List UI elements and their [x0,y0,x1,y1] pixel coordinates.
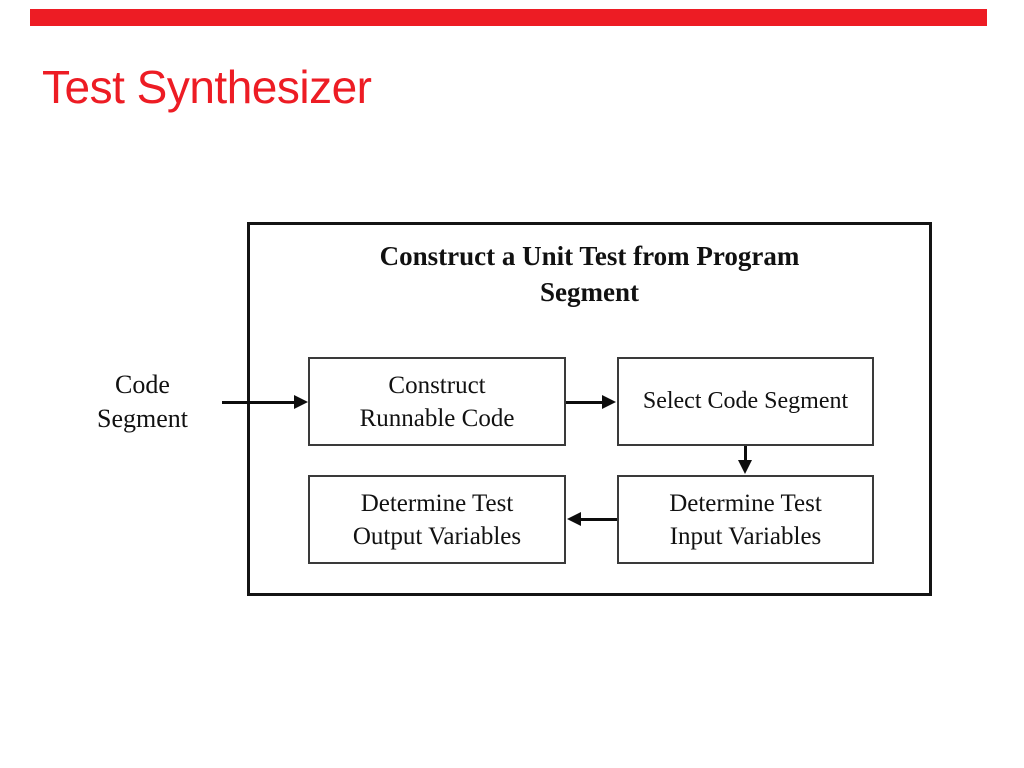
code-segment-label-line2: Segment [97,403,188,433]
container-box-title-line1: Construct a Unit Test from Program [379,241,800,271]
arrow-shaft [222,401,296,404]
determine-test-input-line1: Determine Test [669,489,822,517]
construct-runnable-code-box: Construct Runnable Code [308,357,566,446]
top-accent-bar [30,9,987,26]
arrow-head-right-icon [602,395,616,409]
construct-runnable-code-line1: Construct [388,371,486,399]
slide-title: Test Synthesizer [42,61,372,113]
arrow-head-right-icon [294,395,308,409]
arrow-shaft [566,401,604,404]
arrow-shaft [580,518,617,521]
construct-runnable-code-line2: Runnable Code [359,404,515,432]
container-box-title: Construct a Unit Test from Program Segme… [247,238,932,310]
arrow-head-down-icon [738,460,752,474]
determine-test-output-line2: Output Variables [352,522,522,550]
determine-test-input-line2: Input Variables [669,522,822,550]
select-code-segment-box: Select Code Segment [617,357,874,446]
determine-test-input-variables-box: Determine Test Input Variables [617,475,874,564]
container-box-title-line2: Segment [540,277,639,307]
arrow-shaft [744,446,747,462]
determine-test-output-line1: Determine Test [360,489,514,517]
determine-test-output-variables-box: Determine Test Output Variables [308,475,566,564]
code-segment-label: Code Segment [70,357,215,446]
select-code-segment-line1: Select Code Segment [642,388,849,414]
arrow-head-left-icon [567,512,581,526]
code-segment-label-line1: Code [115,369,170,399]
